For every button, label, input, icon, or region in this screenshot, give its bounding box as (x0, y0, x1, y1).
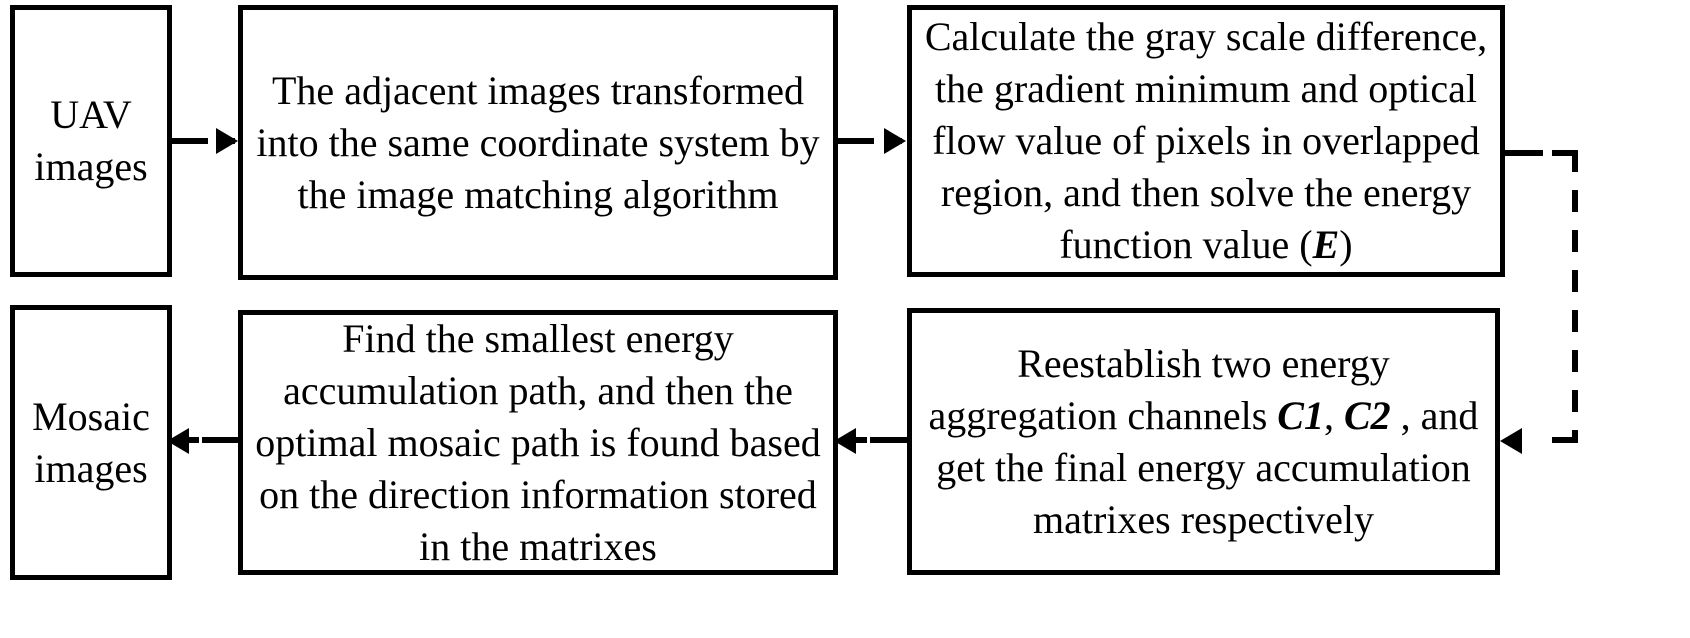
node-optimal-path-label: Find the smallest energy accumulation pa… (255, 315, 821, 569)
edge-energy-to-channels-top-stub (1505, 150, 1543, 156)
node-energy-channels-label-mid: , (1323, 392, 1344, 438)
node-energy-function[interactable]: Calculate the gray scale difference, the… (907, 5, 1505, 277)
edge-path-to-mosaic-dash-2 (186, 437, 199, 443)
symbol-channel-C1: C1 (1277, 392, 1324, 438)
edge-energy-to-channels-arrowhead (1500, 428, 1522, 454)
edge-uav-to-transform-dash-1 (172, 138, 208, 144)
edge-energy-to-channels-top-dash (1552, 150, 1578, 156)
node-energy-channels[interactable]: Reestablish two energy aggregation chann… (907, 308, 1500, 575)
node-uav-images[interactable]: UAV images (10, 5, 172, 277)
edge-energy-to-channels-vertical (1572, 150, 1578, 442)
node-image-transform-label: The adjacent images transformed into the… (256, 67, 820, 217)
node-image-transform[interactable]: The adjacent images transformed into the… (238, 5, 838, 280)
edge-path-to-mosaic-arrowhead (167, 428, 189, 454)
edge-channels-to-path-dash-1 (870, 437, 907, 443)
node-energy-function-label-pre: Calculate the gray scale difference, the… (924, 14, 1488, 267)
node-energy-channels-label-pre: Reestablish two energy aggregation chann… (928, 340, 1390, 438)
node-energy-channels-label: Reestablish two energy aggregation chann… (912, 338, 1495, 546)
edge-uav-to-transform-arrowhead (216, 128, 238, 154)
symbol-energy-E: E (1312, 222, 1340, 267)
edge-transform-to-energy-arrowhead (884, 128, 906, 154)
edge-channels-to-path-arrowhead (834, 428, 856, 454)
node-optimal-path[interactable]: Find the smallest energy accumulation pa… (238, 310, 838, 575)
edge-transform-to-energy-dash-1 (838, 138, 874, 144)
node-uav-images-label: UAV images (34, 92, 148, 189)
node-energy-function-label: Calculate the gray scale difference, the… (912, 11, 1500, 271)
edge-path-to-mosaic-dash-1 (202, 437, 238, 443)
edge-energy-to-channels-bottom-dash (1552, 437, 1578, 443)
edge-channels-to-path-dash-2 (853, 437, 867, 443)
node-mosaic-images[interactable]: Mosaic images (10, 305, 172, 580)
node-mosaic-images-label: Mosaic images (32, 393, 150, 491)
node-energy-function-label-post: ) (1339, 222, 1353, 267)
symbol-channel-C2: C2 (1343, 392, 1391, 438)
node-energy-channels-label-post: , and get the final energy accumulation … (936, 392, 1479, 542)
